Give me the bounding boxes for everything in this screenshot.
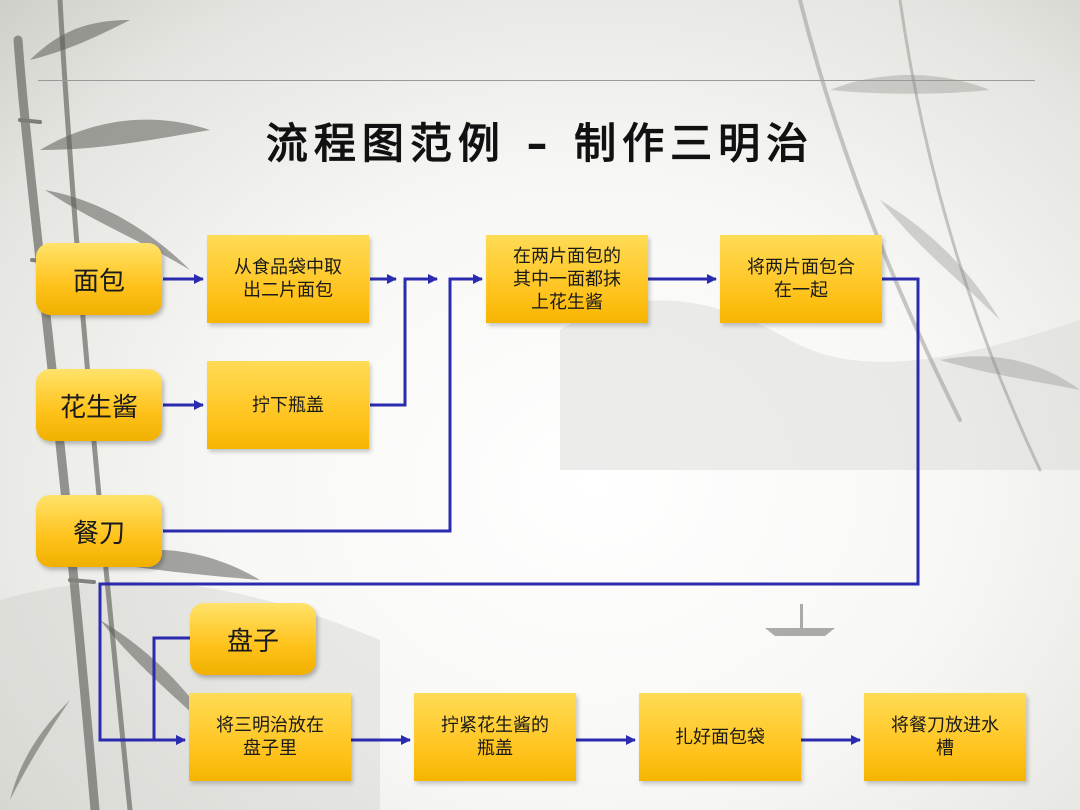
arrow-combine-to-plate-step (98, 277, 920, 745)
step-knife-to-sink: 将餐刀放进水 槽 (864, 693, 1026, 781)
step-combine-bread: 将两片面包合 在一起 (720, 235, 882, 323)
arrow-plate-to-step (152, 636, 190, 745)
page-title: 流程图范例 – 制作三明治 (265, 119, 815, 168)
step-tie-bag: 扎好面包袋 (639, 693, 801, 781)
step-take-bread: 从食品袋中取 出二片面包 (207, 235, 369, 323)
step-spread-peanut-butter: 在两片面包的 其中一面都抹 上花生酱 (486, 235, 648, 323)
resource-bread: 面包 (36, 243, 162, 315)
resource-peanut-butter: 花生酱 (36, 369, 162, 441)
resource-plate: 盘子 (190, 603, 316, 675)
step-put-on-plate: 将三明治放在 盘子里 (189, 693, 351, 781)
step-open-lid: 拧下瓶盖 (207, 361, 369, 449)
arrow-open-to-merge (370, 274, 438, 407)
title-divider (38, 80, 1035, 81)
arrow-knife-to-spread (163, 274, 483, 533)
step-close-lid: 拧紧花生酱的 瓶盖 (414, 693, 576, 781)
resource-knife: 餐刀 (36, 495, 162, 567)
